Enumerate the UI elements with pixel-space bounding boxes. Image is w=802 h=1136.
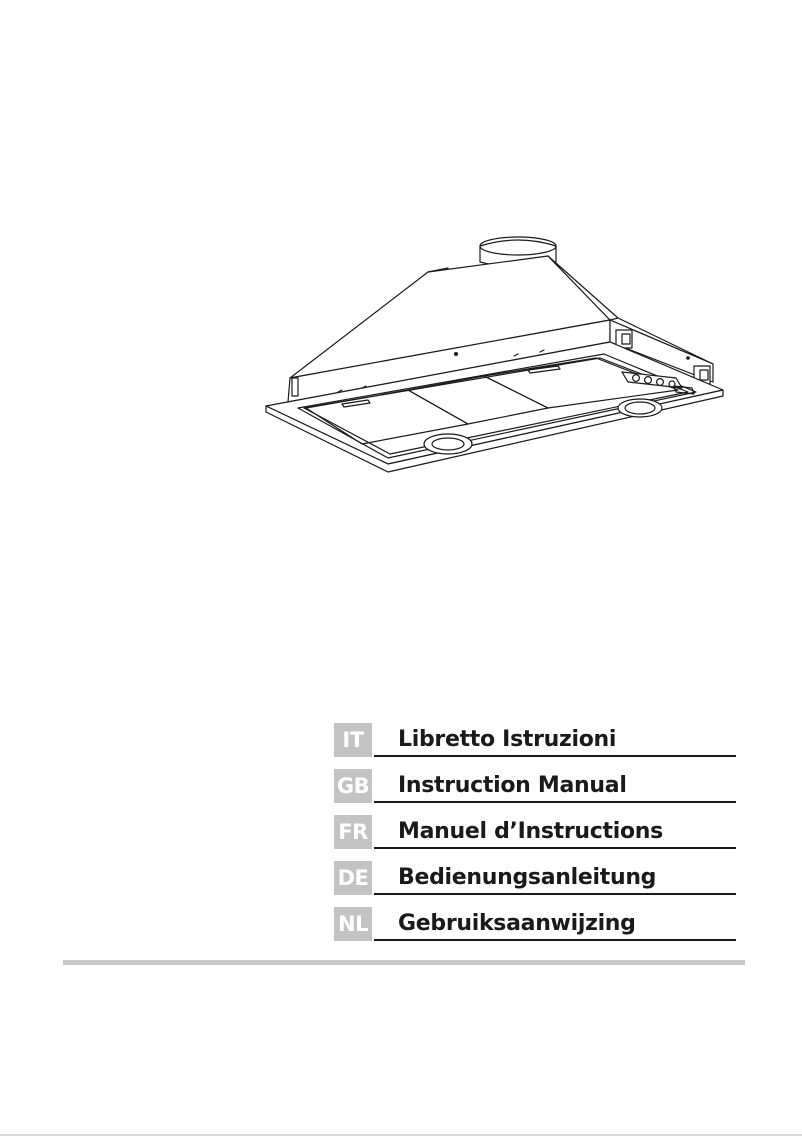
language-row-fr: FR Manuel d’Instructions: [334, 815, 736, 861]
language-title: Libretto Istruzioni: [398, 727, 617, 752]
underline-rule: [374, 939, 736, 941]
underline-rule: [374, 847, 736, 849]
language-title: Gebruiksaanwijzing: [398, 911, 636, 936]
language-row-gb: GB Instruction Manual: [334, 769, 736, 815]
page-bottom-edge: [0, 1134, 802, 1136]
language-code-badge: NL: [334, 907, 372, 941]
underline-rule: [374, 755, 736, 757]
language-code-badge: FR: [334, 815, 372, 849]
language-code-badge: IT: [334, 723, 372, 757]
language-list: IT Libretto Istruzioni GB Instruction Ma…: [334, 723, 736, 953]
language-row-de: DE Bedienungsanleitung: [334, 861, 736, 907]
language-title: Manuel d’Instructions: [398, 819, 663, 844]
language-code-badge: DE: [334, 861, 372, 895]
underline-rule: [374, 893, 736, 895]
control-panel: [621, 371, 695, 395]
canopy-body: [287, 255, 714, 403]
footer-divider: [63, 960, 745, 965]
language-code-badge: GB: [334, 769, 372, 803]
underline-rule: [374, 801, 736, 803]
language-title: Bedienungsanleitung: [398, 865, 657, 890]
lamps: [423, 398, 663, 455]
front-brackets: [291, 349, 545, 397]
language-row-nl: NL Gebruiksaanwijzing: [334, 907, 736, 953]
range-hood-illustration: [265, 236, 724, 473]
language-row-it: IT Libretto Istruzioni: [334, 723, 736, 769]
language-title: Instruction Manual: [398, 773, 627, 798]
bottom-tray: [265, 341, 724, 473]
grease-filters: [305, 357, 679, 445]
